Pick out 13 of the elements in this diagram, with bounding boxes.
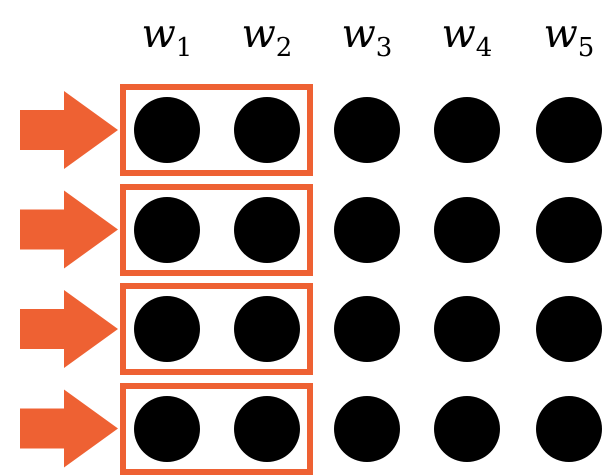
highlight-frame (120, 382, 313, 474)
highlight-frame (120, 84, 313, 176)
column-label: w$_{2}$ (242, 10, 292, 65)
highlight-frame (120, 184, 313, 276)
highlight-frame (120, 283, 313, 375)
column-label: w$_{1}$ (142, 10, 192, 65)
block-arrow (20, 91, 118, 169)
column-label: w$_{4}$ (442, 10, 492, 65)
block-arrow (20, 390, 118, 468)
block-arrow (20, 190, 118, 268)
column-label: w$_{5}$ (544, 10, 594, 65)
block-arrow (20, 290, 118, 368)
column-label: w$_{3}$ (342, 10, 392, 65)
